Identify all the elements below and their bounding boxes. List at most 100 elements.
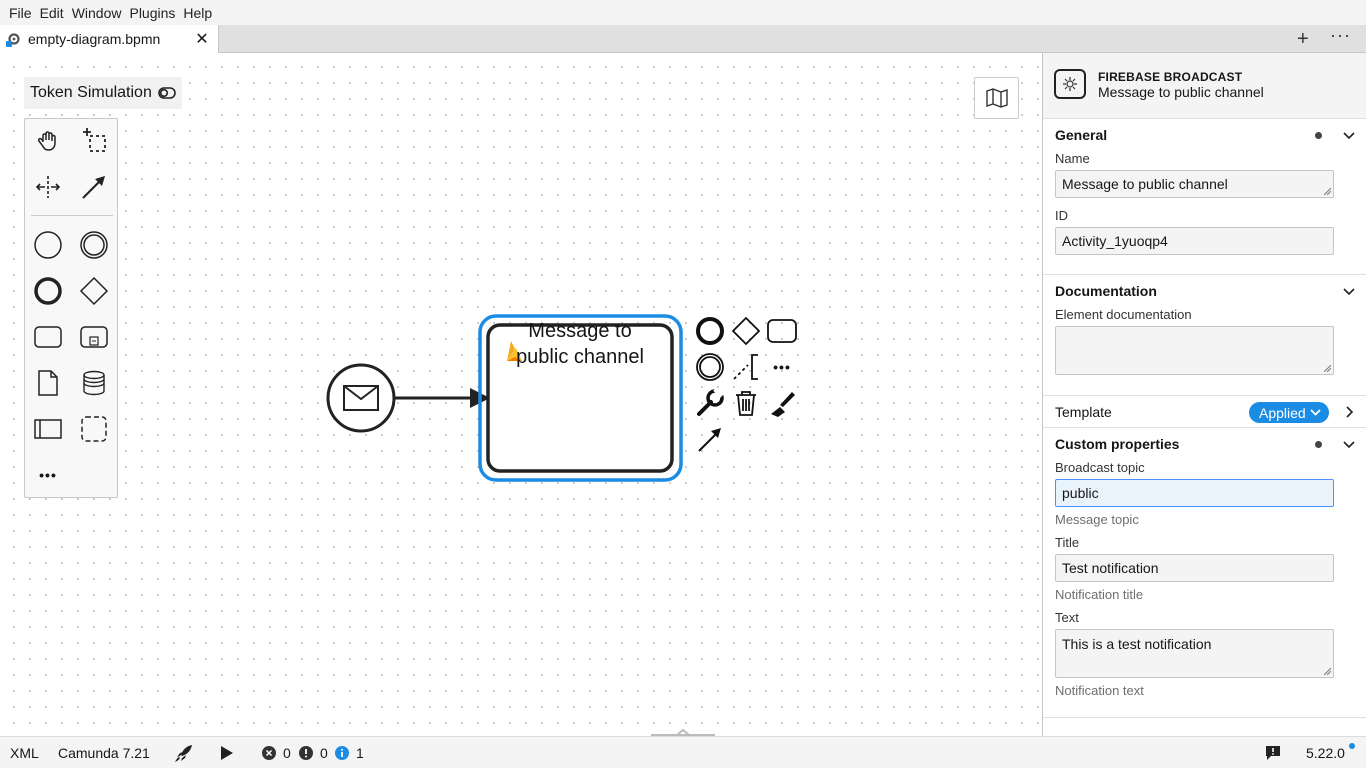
map-icon xyxy=(985,88,1008,108)
gateway-icon[interactable] xyxy=(79,276,109,306)
menu-window[interactable]: Window xyxy=(71,4,122,21)
info-icon[interactable] xyxy=(335,746,349,760)
menu-help[interactable]: Help xyxy=(183,4,213,21)
template-applied-dropdown[interactable]: Applied xyxy=(1249,402,1329,423)
deploy-rocket-icon[interactable] xyxy=(173,743,193,763)
update-available-dot xyxy=(1349,743,1355,749)
text-value: This is a test notification xyxy=(1062,636,1212,652)
append-intermediate-event-icon[interactable] xyxy=(694,351,726,383)
properties-panel: FIREBASE BROADCAST Message to public cha… xyxy=(1042,53,1366,736)
toggle-off-icon xyxy=(158,87,176,99)
firebase-task-shape[interactable] xyxy=(486,323,674,473)
tab-more-button[interactable]: ··· xyxy=(1330,25,1351,45)
start-event-icon[interactable] xyxy=(33,230,63,260)
error-icon[interactable] xyxy=(262,746,276,760)
id-field: ID Activity_1yuoqp4 xyxy=(1043,208,1366,255)
engine-version-button[interactable]: Camunda 7.21 xyxy=(58,745,150,761)
broadcast-topic-value: public xyxy=(1062,485,1099,501)
task-icon[interactable] xyxy=(33,322,63,352)
change-type-wrench-icon[interactable] xyxy=(694,387,726,419)
task-label-line2: public channel xyxy=(516,346,644,368)
group-icon[interactable] xyxy=(79,414,109,444)
element-documentation-textarea[interactable] xyxy=(1055,326,1334,375)
template-title: Template xyxy=(1055,403,1112,420)
task-label: Message to public channel xyxy=(490,318,670,370)
text-label: Text xyxy=(1055,610,1079,625)
subprocess-icon[interactable] xyxy=(79,322,109,352)
delete-trash-icon[interactable] xyxy=(730,387,762,419)
group-general-header[interactable]: General xyxy=(1043,119,1366,151)
name-value: Message to public channel xyxy=(1062,176,1228,192)
hand-tool-icon[interactable] xyxy=(33,126,63,156)
context-more-button[interactable]: ••• xyxy=(773,359,791,375)
connect-tool-icon[interactable] xyxy=(79,172,109,202)
title-input[interactable]: Test notification xyxy=(1055,554,1334,582)
element-type-label: FIREBASE BROADCAST xyxy=(1098,70,1243,84)
info-count: 1 xyxy=(356,745,364,761)
menu-plugins[interactable]: Plugins xyxy=(129,4,176,21)
group-custom-properties-header[interactable]: Custom properties xyxy=(1043,428,1366,460)
menu-bar: File Edit Window Plugins Help xyxy=(0,0,1366,25)
append-task-icon[interactable] xyxy=(766,315,798,347)
data-store-icon[interactable] xyxy=(79,368,109,398)
broadcast-topic-label: Broadcast topic xyxy=(1055,460,1145,475)
minimap-toggle-button[interactable] xyxy=(974,77,1019,119)
id-value: Activity_1yuoqp4 xyxy=(1062,233,1168,249)
xml-view-button[interactable]: XML xyxy=(10,745,39,761)
end-event-icon[interactable] xyxy=(33,276,63,306)
chevron-down-icon xyxy=(1310,409,1321,416)
status-bar: XML Camunda 7.21 0 0 1 5.22.0 xyxy=(0,736,1366,768)
token-simulation-toggle[interactable]: Token Simulation xyxy=(24,77,182,109)
has-entries-dot xyxy=(1315,132,1322,139)
group-documentation-header[interactable]: Documentation xyxy=(1043,275,1366,307)
title-hint: Notification title xyxy=(1055,587,1144,602)
start-instance-play-icon[interactable] xyxy=(220,745,234,761)
bpmn-file-icon xyxy=(6,33,20,47)
intermediate-event-icon[interactable] xyxy=(79,230,109,260)
close-tab-icon[interactable]: ✕ xyxy=(195,31,209,48)
chevron-down-icon xyxy=(1343,441,1355,449)
lasso-tool-icon[interactable] xyxy=(79,126,109,156)
group-template[interactable]: Template Applied xyxy=(1043,396,1366,428)
resize-grip-icon xyxy=(1324,188,1331,195)
token-simulation-label: Token Simulation xyxy=(30,84,152,101)
warning-icon[interactable] xyxy=(299,746,313,760)
chevron-down-icon xyxy=(1343,132,1355,140)
id-input[interactable]: Activity_1yuoqp4 xyxy=(1055,227,1334,255)
menu-edit[interactable]: Edit xyxy=(39,4,64,21)
resize-grip-icon xyxy=(1324,365,1331,372)
more-tools-button[interactable]: ••• xyxy=(39,467,57,483)
task-label-line1: Message to xyxy=(528,320,632,342)
text-textarea[interactable]: This is a test notification xyxy=(1055,629,1334,678)
append-gateway-icon[interactable] xyxy=(730,315,762,347)
message-start-event[interactable] xyxy=(326,363,396,433)
app-version[interactable]: 5.22.0 xyxy=(1306,745,1345,761)
pool-icon[interactable] xyxy=(33,414,63,444)
selection-outline xyxy=(478,314,683,482)
menu-file[interactable]: File xyxy=(9,4,32,21)
color-brush-icon[interactable] xyxy=(766,387,798,419)
broadcast-topic-input[interactable]: public xyxy=(1055,479,1334,507)
diagram-canvas[interactable]: Token Simulation xyxy=(0,53,1042,736)
text-annotation-icon[interactable] xyxy=(730,351,762,383)
tab-empty-diagram[interactable]: empty-diagram.bpmn ✕ xyxy=(0,25,219,53)
name-input[interactable]: Message to public channel xyxy=(1055,170,1334,198)
connect-arrow-icon[interactable] xyxy=(694,423,726,455)
element-template-icon xyxy=(1054,69,1086,99)
title-value: Test notification xyxy=(1062,560,1159,576)
append-end-event-icon[interactable] xyxy=(694,315,726,347)
tool-palette: ••• xyxy=(24,118,118,498)
new-tab-button[interactable]: + xyxy=(1297,28,1309,50)
resize-grip-icon xyxy=(1324,668,1331,675)
name-label: Name xyxy=(1055,151,1090,166)
firebase-icon xyxy=(507,341,522,361)
data-object-icon[interactable] xyxy=(33,368,63,398)
element-name-label: Message to public channel xyxy=(1098,84,1264,100)
error-count: 0 xyxy=(283,745,291,761)
feedback-icon[interactable] xyxy=(1265,745,1281,761)
sequence-flow[interactable] xyxy=(395,388,490,408)
broadcast-topic-field: Broadcast topic public Message topic xyxy=(1043,460,1366,527)
space-tool-icon[interactable] xyxy=(33,172,63,202)
panel-resize-handle[interactable] xyxy=(651,726,715,736)
has-entries-dot xyxy=(1315,441,1322,448)
